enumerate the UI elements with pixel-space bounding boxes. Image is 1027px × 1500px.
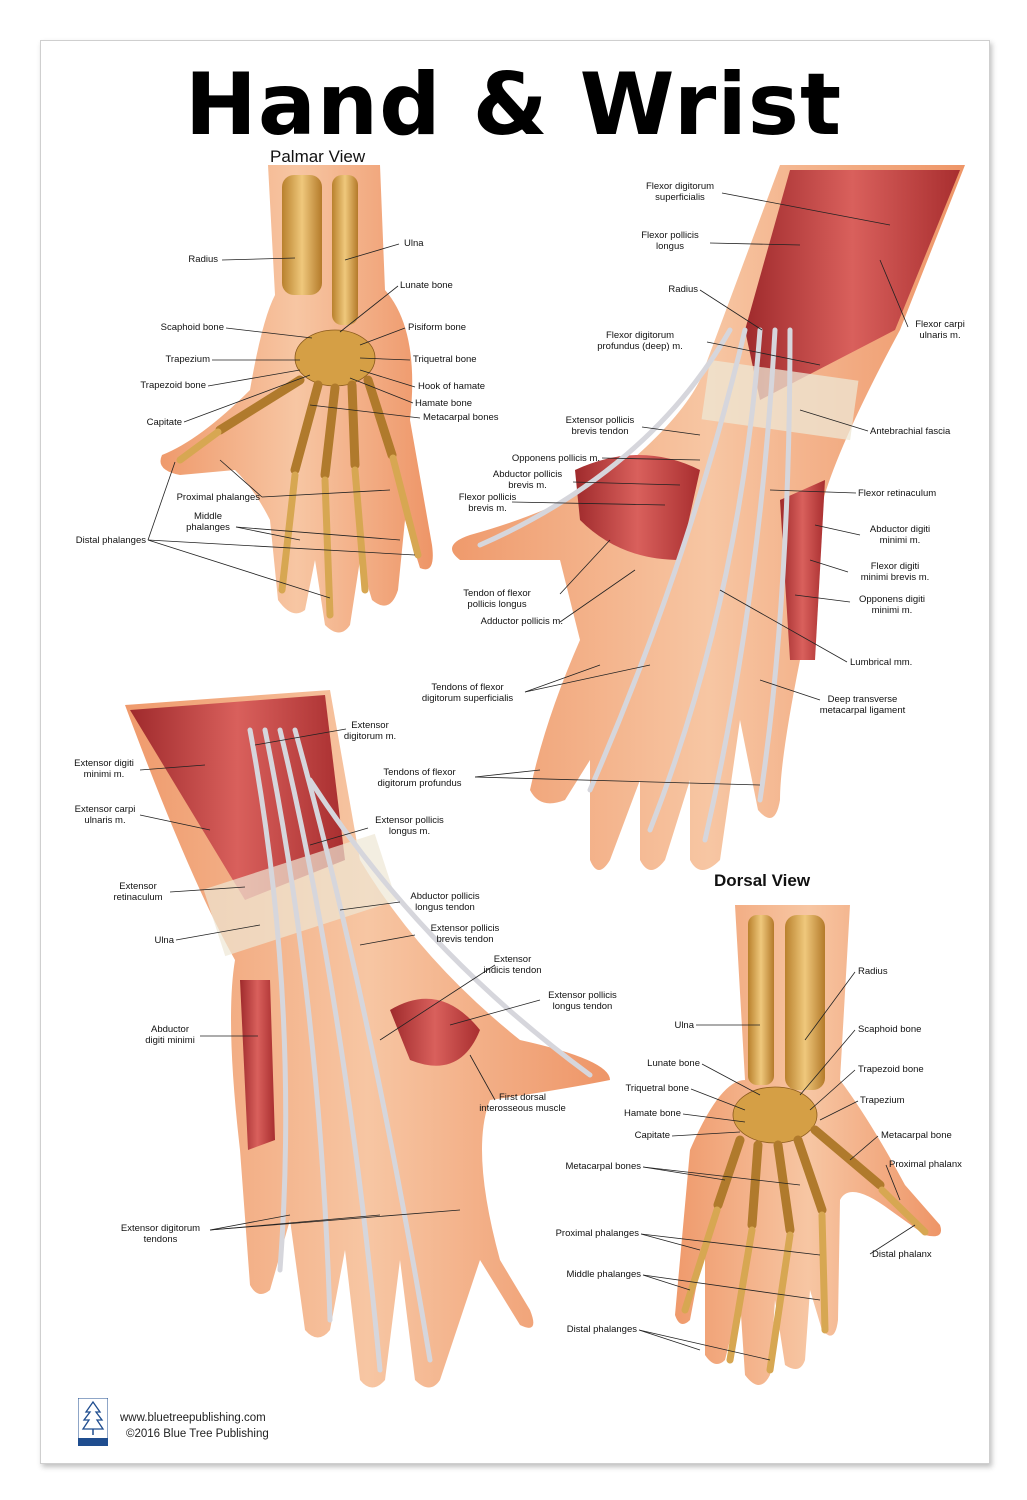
dorsal-carpal-bones bbox=[732, 1086, 818, 1144]
label-ed: Extensor digitorum m. bbox=[343, 720, 397, 742]
label-epb-tendon: Extensor pollicis brevis tendon bbox=[565, 415, 635, 437]
dorsal-view-title: Dorsal View bbox=[714, 871, 811, 890]
label-distal-palmar: Distal phalanges bbox=[75, 535, 146, 546]
flexor-tendons bbox=[477, 327, 793, 843]
label-tfds: Tendons of flexor digitorum superficiali… bbox=[421, 682, 514, 704]
label-trapezium-dorsal: Trapezium bbox=[860, 1095, 905, 1106]
label-edt: Extensor digitorum tendons bbox=[120, 1223, 201, 1245]
label-lumbrical: Lumbrical mm. bbox=[850, 657, 913, 668]
phalanges-dorsal bbox=[681, 1186, 929, 1374]
label-fdp: Flexor digitorum profundus (deep) m. bbox=[597, 330, 683, 352]
label-metacarpal-bones-dorsal: Metacarpal bones bbox=[565, 1161, 641, 1172]
metacarpals-palmar bbox=[215, 375, 397, 480]
label-antebrachial: Antebrachial fascia bbox=[870, 426, 951, 437]
label-radius-dorsal: Radius bbox=[858, 966, 888, 977]
ulna-bone bbox=[332, 175, 358, 325]
label-fdmb: Flexor digiti minimi brevis m. bbox=[860, 561, 930, 583]
label-triquetral-palmar: Triquetral bone bbox=[413, 354, 477, 365]
label-trapezium-palmar: Trapezium bbox=[165, 354, 210, 365]
label-scaphoid-dorsal: Scaphoid bone bbox=[858, 1024, 922, 1035]
label-odm: Opponens digiti minimi m. bbox=[858, 594, 926, 616]
label-distal-phalanx: Distal phalanx bbox=[872, 1249, 932, 1260]
blue-tree-logo bbox=[78, 1398, 108, 1446]
label-capitate-dorsal: Capitate bbox=[634, 1130, 670, 1141]
label-ulna-dorsal: Ulna bbox=[674, 1020, 694, 1031]
label-fcu: Flexor carpi ulnaris m. bbox=[915, 319, 965, 341]
label-lunate-dorsal: Lunate bone bbox=[647, 1058, 700, 1069]
label-capitate-palmar: Capitate bbox=[146, 417, 182, 428]
radius-bone bbox=[282, 175, 322, 295]
label-adductor: Adductor pollicis m. bbox=[480, 616, 563, 627]
label-epl: Extensor pollicis longus m. bbox=[375, 815, 444, 837]
label-ei-t: Extensor indicis tendon bbox=[483, 954, 542, 976]
label-adm-palmar: Abductor digiti minimi m. bbox=[869, 524, 931, 546]
label-lunate-palmar: Lunate bone bbox=[400, 280, 453, 291]
poster-title: Hand & Wrist bbox=[184, 55, 843, 155]
label-proximal-phalanx: Proximal phalanx bbox=[889, 1159, 962, 1170]
label-tfdp: Tendons of flexor digitorum profundus bbox=[377, 767, 462, 789]
label-epb-t: Extensor pollicis brevis tendon bbox=[430, 923, 500, 945]
hypothenar-muscles bbox=[780, 480, 825, 660]
footer-copyright: ©2016 Blue Tree Publishing bbox=[126, 1428, 269, 1440]
label-fpl: Flexor pollicis longus bbox=[641, 230, 699, 252]
palmar-skeleton-hand bbox=[160, 165, 433, 633]
abductor-digiti-minimi-muscle bbox=[240, 980, 275, 1150]
label-pisiform-palmar: Pisiform bone bbox=[408, 322, 467, 333]
dorsal-skeleton-skin bbox=[675, 905, 941, 1385]
label-metacarpal-palmar: Metacarpal bones bbox=[423, 412, 499, 423]
label-flexor-retinaculum: Flexor retinaculum bbox=[858, 488, 937, 499]
label-ext-ret: Extensor retinaculum bbox=[113, 881, 163, 903]
palmar-view-title: Palmar View bbox=[270, 147, 366, 166]
extensor-retinaculum bbox=[203, 833, 397, 957]
label-epl-t: Extensor pollicis longus tendon bbox=[548, 990, 617, 1012]
label-hamate-dorsal: Hamate bone bbox=[623, 1108, 681, 1119]
label-ulna-dorsal-muscle: Ulna bbox=[154, 935, 174, 946]
label-adm-dorsal: Abductor digiti minimi bbox=[145, 1024, 195, 1046]
leader-lines bbox=[139, 192, 916, 1361]
forearm-flexors bbox=[745, 170, 960, 400]
label-middle-palmar: Middle phalanges bbox=[186, 511, 230, 533]
thenar-muscles bbox=[575, 455, 700, 560]
metacarpals-dorsal bbox=[713, 1125, 885, 1235]
label-tfpl: Tendon of flexor pollicis longus bbox=[463, 588, 531, 610]
label-fds: Flexor digitorum superficialis bbox=[645, 181, 715, 203]
label-metacarpal-bone-dorsal: Metacarpal bone bbox=[881, 1130, 952, 1141]
label-trapezoid-palmar: Trapezoid bone bbox=[140, 380, 206, 391]
label-triquetral-dorsal: Triquetral bone bbox=[625, 1083, 689, 1094]
label-middle-dorsal: Middle phalanges bbox=[566, 1269, 641, 1280]
dorsal-ulna-bone bbox=[748, 915, 774, 1085]
forearm-extensors bbox=[130, 695, 345, 900]
label-radius-palmar: Radius bbox=[188, 254, 218, 265]
label-opponens-pollicis: Opponens pollicis m. bbox=[511, 453, 600, 464]
antebrachial-fascia bbox=[701, 359, 859, 441]
label-hook-hamate-palmar: Hook of hamate bbox=[418, 381, 486, 392]
label-scaphoid-palmar: Scaphoid bone bbox=[160, 322, 224, 333]
label-distal-dorsal: Distal phalanges bbox=[566, 1324, 637, 1335]
dorsal-skeleton-hand bbox=[675, 905, 941, 1385]
label-dtml: Deep transverse metacarpal ligament bbox=[819, 694, 906, 716]
label-fpb: Flexor pollicis brevis m. bbox=[458, 492, 517, 514]
dorsal-radius-bone bbox=[785, 915, 825, 1090]
label-radius-palmar-muscle: Radius bbox=[668, 284, 698, 295]
first-dorsal-interosseous bbox=[390, 998, 480, 1066]
label-ecu: Extensor carpi ulnaris m. bbox=[74, 804, 136, 826]
palmar-muscle-hand bbox=[452, 165, 965, 870]
palmar-skin bbox=[160, 165, 433, 633]
label-apb: Abductor pollicis brevis m. bbox=[492, 469, 563, 491]
label-apl-tendon: Abductor pollicis longus tendon bbox=[410, 891, 480, 913]
label-trapezoid-dorsal: Trapezoid bone bbox=[858, 1064, 924, 1075]
extensor-tendons bbox=[247, 727, 593, 1373]
phalanges-palmar bbox=[176, 428, 422, 619]
label-edm: Extensor digiti minimi m. bbox=[74, 758, 134, 780]
dorsal-muscle-hand bbox=[125, 690, 610, 1388]
label-fdi: First dorsal interosseous muscle bbox=[479, 1092, 566, 1114]
label-ulna-palmar: Ulna bbox=[404, 238, 424, 249]
label-hamate-palmar: Hamate bone bbox=[415, 398, 473, 409]
label-proximal-dorsal: Proximal phalanges bbox=[555, 1228, 639, 1239]
label-proximal-palmar: Proximal phalanges bbox=[176, 492, 260, 503]
footer-url: www.bluetreepublishing.com bbox=[120, 1412, 266, 1424]
